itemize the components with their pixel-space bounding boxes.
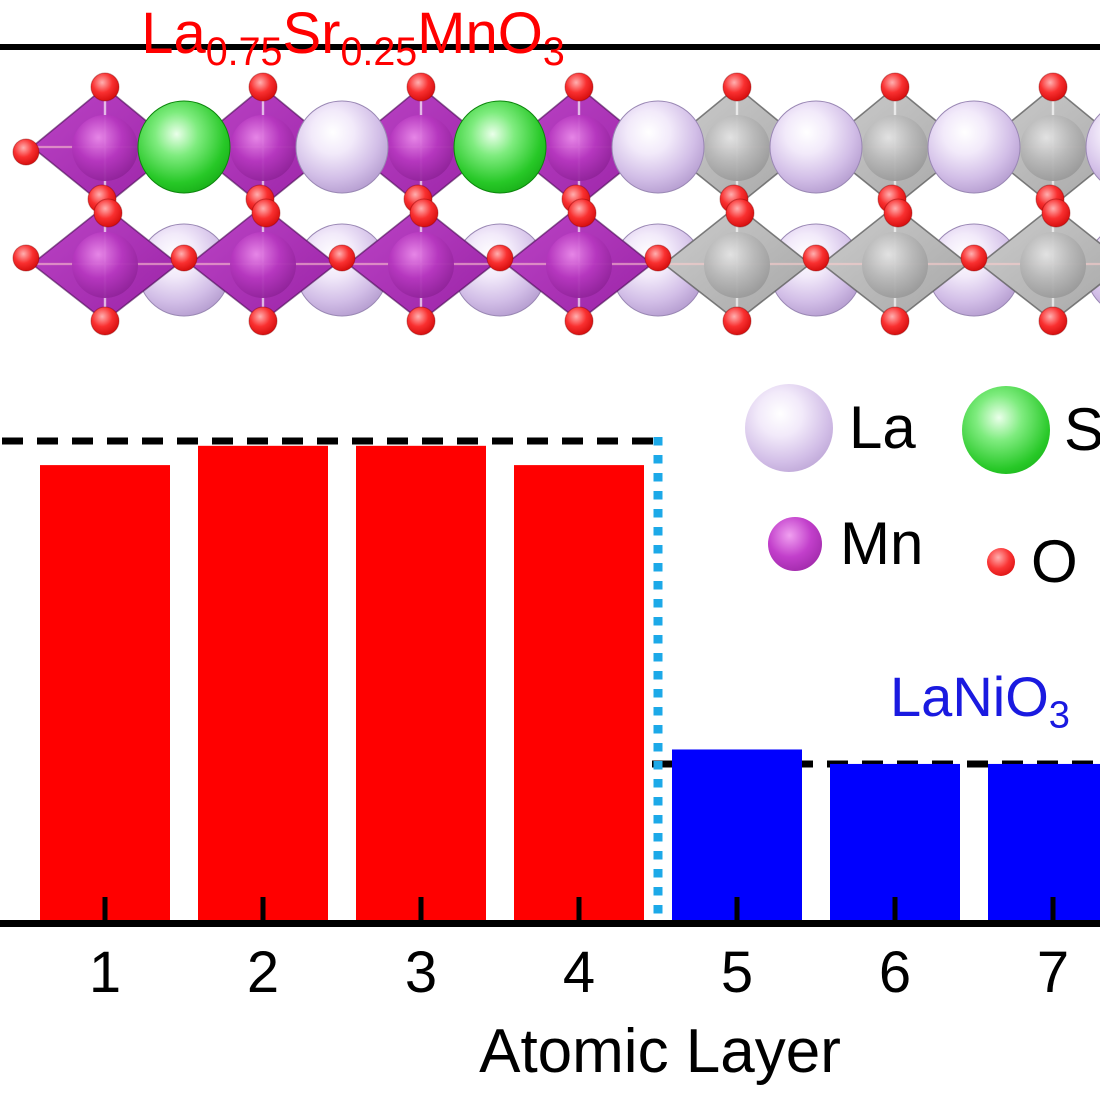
mn-atom [546,232,612,298]
lsmo-text: La [141,1,206,66]
la-atom-upper [611,100,705,194]
mn-sphere-icon [768,517,822,571]
o-sphere-icon [987,548,1015,576]
mn-atom [72,232,138,298]
lno-sub1: 3 [1048,694,1070,737]
legend-label-la: La [849,394,916,461]
lno-region-label: LaNiO3 [760,664,1100,737]
ni-atom [704,232,770,298]
o-atom [409,198,439,228]
x-tick-label-3: 3 [405,940,437,1005]
o-atom [564,72,594,102]
o-atom [248,72,278,102]
legend-item-la: La [745,384,916,472]
o-atom [406,306,436,336]
bar-layer-1 [40,465,170,923]
x-tick-label-1: 1 [89,940,121,1005]
o-atom [1038,72,1068,102]
o-atom [722,72,752,102]
o-atom [880,72,910,102]
mn-atom [72,115,138,181]
mn-atom [230,232,296,298]
la-atom-upper [295,100,389,194]
o-atom [248,306,278,336]
lsmo-text3: MnO [417,1,543,66]
legend-item-mn: Mn [768,514,923,574]
x-tick-label-5: 5 [721,940,753,1005]
ni-atom [862,115,928,181]
crystal-structure [0,44,1100,336]
o-atom [12,138,40,166]
bar-layer-6 [830,763,960,923]
o-atom [170,244,198,272]
o-atom [90,306,120,336]
o-atom [251,198,281,228]
x-tick-2 [260,897,266,920]
sr-sphere-icon [962,386,1050,474]
la-sphere-icon [745,384,833,472]
ni-atom [1020,232,1086,298]
bar-layer-3 [356,445,486,923]
o-atom [722,306,752,336]
x-axis-title: Atomic Layer [479,1017,841,1086]
o-atom [328,244,356,272]
mn-atom [546,115,612,181]
o-atom [725,198,755,228]
x-tick-6 [892,897,898,920]
sr-atom-upper [137,100,231,194]
x-tick-5 [734,897,740,920]
bar-layer-7 [988,763,1100,923]
o-atom [880,306,910,336]
legend-label-mn: Mn [840,510,924,577]
la-atom-upper [927,100,1021,194]
o-atom [1038,306,1068,336]
legend-label-sr: Sr [1064,396,1100,463]
o-atom [960,244,988,272]
o-atom [93,198,123,228]
ni-atom [862,232,928,298]
la-atom-upper [769,100,863,194]
o-atom [90,72,120,102]
sr-atom-upper [453,100,547,194]
x-tick-3 [418,897,424,920]
o-atom [644,244,672,272]
o-atom [802,244,830,272]
ni-atom [1020,115,1086,181]
bar-layer-2 [198,445,328,923]
x-tick-label-2: 2 [247,940,279,1005]
mn-atom [230,115,296,181]
lsmo-region-label: La0.75Sr0.25MnO3 [0,0,706,75]
x-tick-label-6: 6 [879,940,911,1005]
x-tick-4 [576,897,582,920]
bar-layer-4 [514,465,644,923]
lsmo-sub3: 3 [542,29,565,74]
bar-layer-5 [672,749,802,923]
legend-item-o: O [987,532,1078,592]
lsmo-text2: Sr [282,1,341,66]
ni-atom [704,115,770,181]
lsmo-sub1: 0.75 [205,29,283,74]
top-border-line [0,44,1100,50]
o-atom [406,72,436,102]
lsmo-sub2: 0.25 [340,29,418,74]
o-atom [883,198,913,228]
la-atom-upper [1085,113,1100,181]
o-atom [12,244,40,272]
x-tick-label-4: 4 [563,940,595,1005]
legend-item-sr: Sr [962,386,1100,474]
x-tick-7 [1050,897,1056,920]
o-atom [486,244,514,272]
x-axis-line [0,920,1100,927]
o-atom [564,306,594,336]
o-atom [1041,198,1071,228]
o-atom [567,198,597,228]
mn-atom [388,115,454,181]
x-tick-label-7: 7 [1037,940,1069,1005]
x-tick-1 [102,897,108,920]
mn-atom [388,232,454,298]
lno-text: LaNiO [890,665,1049,728]
legend-label-o: O [1031,528,1078,595]
